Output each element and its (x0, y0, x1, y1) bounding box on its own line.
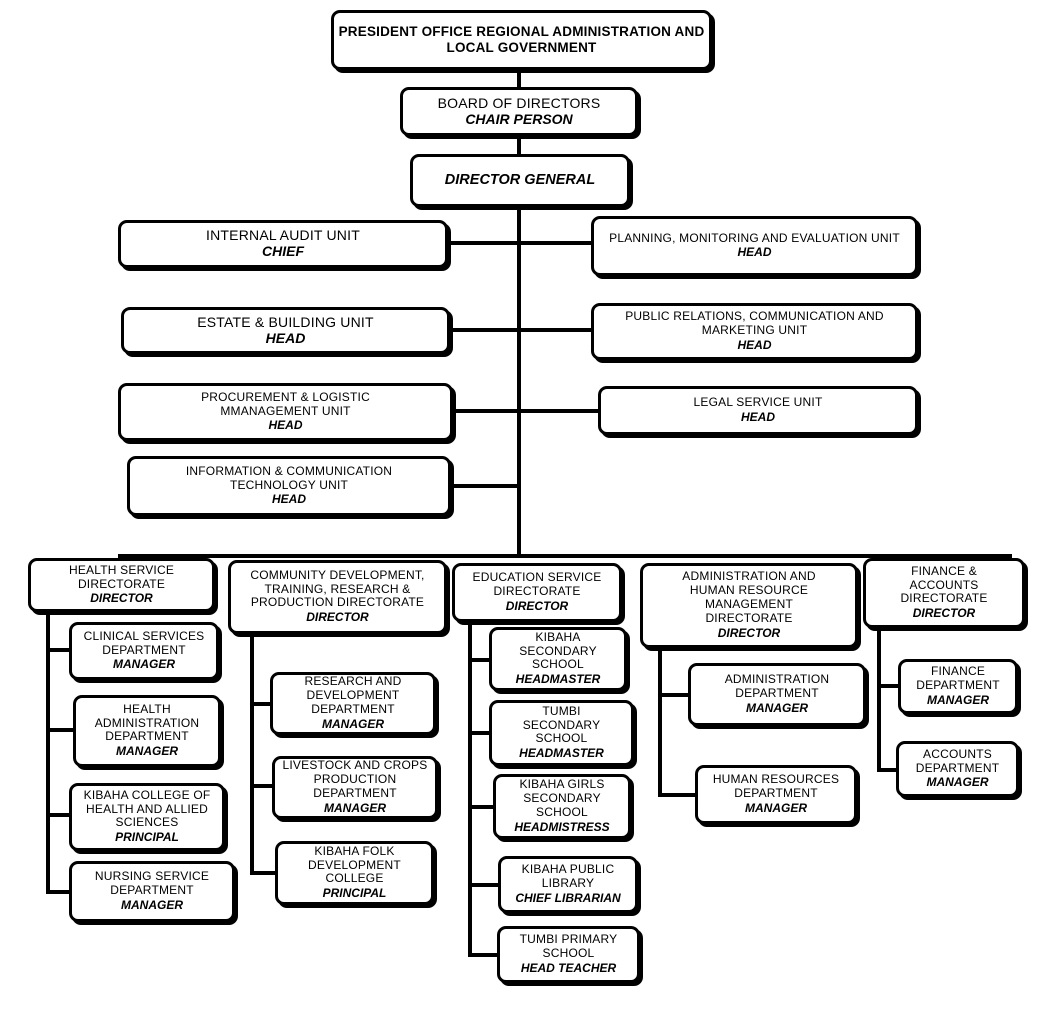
department-role: MANAGER (745, 800, 807, 815)
president-office-box: PRESIDENT OFFICE REGIONAL ADMINISTRATION… (331, 10, 712, 70)
department-role: MANAGER (121, 897, 183, 912)
directorate-name: COMMUNITY DEVELOPMENT, TRAINING, RESEARC… (250, 567, 425, 610)
department-name: LIVESTOCK AND CROPS PRODUCTION DEPARTMEN… (282, 758, 428, 800)
internal-audit-unit-box: INTERNAL AUDIT UNIT CHIEF (118, 220, 448, 268)
tumbi-primary-box: TUMBI PRIMARY SCHOOL HEAD TEACHER (497, 926, 640, 983)
unit-name: LEGAL SERVICE UNIT (693, 395, 823, 410)
school-role: HEADMASTER (515, 672, 601, 687)
research-development-box: RESEARCH AND DEVELOPMENT DEPARTMENT MANA… (270, 672, 436, 735)
department-name: HUMAN RESOURCES DEPARTMENT (712, 772, 840, 800)
school-role: HEAD TEACHER (520, 960, 617, 975)
department-role: PRINCIPAL (322, 886, 387, 901)
human-resources-department-box: HUMAN RESOURCES DEPARTMENT MANAGER (695, 765, 857, 824)
school-name: TUMBI PRIMARY SCHOOL (519, 932, 618, 960)
president-office-name: PRESIDENT OFFICE REGIONAL ADMINISTRATION… (338, 24, 705, 55)
kibaha-folk-college-box: KIBAHA FOLK DEVELOPMENT COLLEGE PRINCIPA… (275, 841, 434, 905)
school-role: HEADMASTER (519, 746, 604, 761)
unit-role: HEAD (271, 492, 306, 507)
kibaha-public-library-box: KIBAHA PUBLIC LIBRARY CHIEF LIBRARIAN (498, 856, 638, 913)
department-role: MANAGER (926, 775, 989, 790)
school-name: KIBAHA GIRLS SECONDARY SCHOOL (519, 777, 605, 819)
board-role: CHAIR PERSON (465, 110, 573, 127)
estate-building-unit-box: ESTATE & BUILDING UNIT HEAD (121, 307, 450, 354)
department-role: MANAGER (116, 744, 178, 759)
administration-department-box: ADMINISTRATION DEPARTMENT MANAGER (688, 663, 866, 726)
unit-role: HEAD (265, 329, 306, 346)
unit-name: INTERNAL AUDIT UNIT (206, 227, 360, 244)
director-general-role: DIRECTOR GENERAL (444, 172, 596, 189)
kibaha-girls-secondary-box: KIBAHA GIRLS SECONDARY SCHOOL HEADMISTRE… (493, 774, 631, 839)
directorate-name: FINANCE & ACCOUNTS DIRECTORATE (900, 563, 988, 606)
directorate-name: EDUCATION SERVICE DIRECTORATE (472, 570, 602, 598)
procurement-logistic-unit-box: PROCUREMENT & LOGISTIC MMANAGEMENT UNIT … (118, 383, 453, 441)
unit-name: INFORMATION & COMMUNICATION TECHNOLOGY U… (185, 463, 393, 492)
health-service-directorate-box: HEALTH SERVICE DIRECTORATE DIRECTOR (28, 558, 215, 612)
finance-department-box: FINANCE DEPARTMENT MANAGER (898, 659, 1018, 714)
livestock-crops-box: LIVESTOCK AND CROPS PRODUCTION DEPARTMEN… (272, 756, 438, 819)
department-name: HEALTH ADMINISTRATION DEPARTMENT (94, 701, 200, 744)
department-name: KIBAHA FOLK DEVELOPMENT COLLEGE (308, 843, 401, 886)
legal-service-unit-box: LEGAL SERVICE UNIT HEAD (598, 386, 918, 435)
unit-name: PUBLIC RELATIONS, COMMUNICATION AND MARK… (625, 309, 884, 337)
department-name: ADMINISTRATION DEPARTMENT (724, 672, 830, 700)
tumbi-secondary-box: TUMBI SECONDARY SCHOOL HEADMASTER (489, 700, 634, 766)
admin-hr-directorate-box: ADMINISTRATION AND HUMAN RESOURCE MANAGE… (640, 563, 858, 648)
department-name: RESEARCH AND DEVELOPMENT DEPARTMENT (304, 674, 402, 716)
unit-name: PLANNING, MONITORING AND EVALUATION UNIT (609, 230, 900, 245)
directorate-role: DIRECTOR (306, 610, 369, 625)
public-relations-unit-box: PUBLIC RELATIONS, COMMUNICATION AND MARK… (591, 303, 918, 360)
directorate-role: DIRECTOR (912, 606, 976, 621)
school-role: CHIEF LIBRARIAN (515, 890, 621, 905)
department-name: ACCOUNTS DEPARTMENT (915, 746, 1000, 775)
unit-role: HEAD (740, 409, 775, 424)
department-role: MANAGER (113, 657, 175, 672)
board-of-directors-box: BOARD OF DIRECTORS CHAIR PERSON (400, 87, 638, 136)
department-name: KIBAHA COLLEGE OF HEALTH AND ALLIED SCIE… (83, 787, 211, 830)
department-name: NURSING SERVICE DEPARTMENT (94, 869, 210, 897)
nursing-service-box: NURSING SERVICE DEPARTMENT MANAGER (69, 861, 235, 922)
school-name: KIBAHA PUBLIC LIBRARY (521, 862, 615, 890)
department-name: FINANCE DEPARTMENT (916, 664, 1000, 692)
directorate-name: ADMINISTRATION AND HUMAN RESOURCE MANAGE… (682, 569, 816, 625)
finance-accounts-directorate-box: FINANCE & ACCOUNTS DIRECTORATE DIRECTOR (863, 558, 1025, 628)
kibaha-college-health-box: KIBAHA COLLEGE OF HEALTH AND ALLIED SCIE… (69, 783, 225, 851)
department-role: MANAGER (322, 716, 384, 731)
unit-name: PROCUREMENT & LOGISTIC MMANAGEMENT UNIT (201, 389, 370, 418)
accounts-department-box: ACCOUNTS DEPARTMENT MANAGER (896, 741, 1019, 797)
education-service-directorate-box: EDUCATION SERVICE DIRECTORATE DIRECTOR (452, 563, 622, 622)
director-general-box: DIRECTOR GENERAL (410, 154, 630, 207)
school-name: TUMBI SECONDARY SCHOOL (522, 703, 601, 746)
ict-unit-box: INFORMATION & COMMUNICATION TECHNOLOGY U… (127, 456, 451, 516)
department-role: MANAGER (324, 800, 386, 815)
department-name: CLINICAL SERVICES DEPARTMENT (83, 628, 205, 657)
planning-monitoring-unit-box: PLANNING, MONITORING AND EVALUATION UNIT… (591, 216, 918, 276)
department-role: MANAGER (927, 692, 989, 707)
department-role: MANAGER (746, 700, 808, 715)
school-name: KIBAHA SECONDARY SCHOOL (519, 629, 597, 672)
unit-role: HEAD (737, 337, 772, 352)
board-name: BOARD OF DIRECTORS (437, 94, 601, 111)
directorate-role: DIRECTOR (717, 625, 781, 640)
school-role: HEADMISTRESS (514, 819, 610, 834)
directorate-name: HEALTH SERVICE DIRECTORATE (68, 562, 175, 591)
directorate-role: DIRECTOR (505, 598, 569, 613)
community-development-directorate-box: COMMUNITY DEVELOPMENT, TRAINING, RESEARC… (228, 560, 447, 634)
unit-name: ESTATE & BUILDING UNIT (197, 313, 374, 330)
health-administration-box: HEALTH ADMINISTRATION DEPARTMENT MANAGER (73, 695, 221, 767)
unit-role: HEAD (737, 245, 772, 260)
department-role: PRINCIPAL (115, 830, 179, 845)
unit-role: CHIEF (262, 243, 304, 260)
directorate-role: DIRECTOR (90, 591, 153, 606)
clinical-services-box: CLINICAL SERVICES DEPARTMENT MANAGER (69, 622, 219, 680)
unit-role: HEAD (268, 418, 303, 433)
kibaha-secondary-box: KIBAHA SECONDARY SCHOOL HEADMASTER (489, 627, 627, 691)
